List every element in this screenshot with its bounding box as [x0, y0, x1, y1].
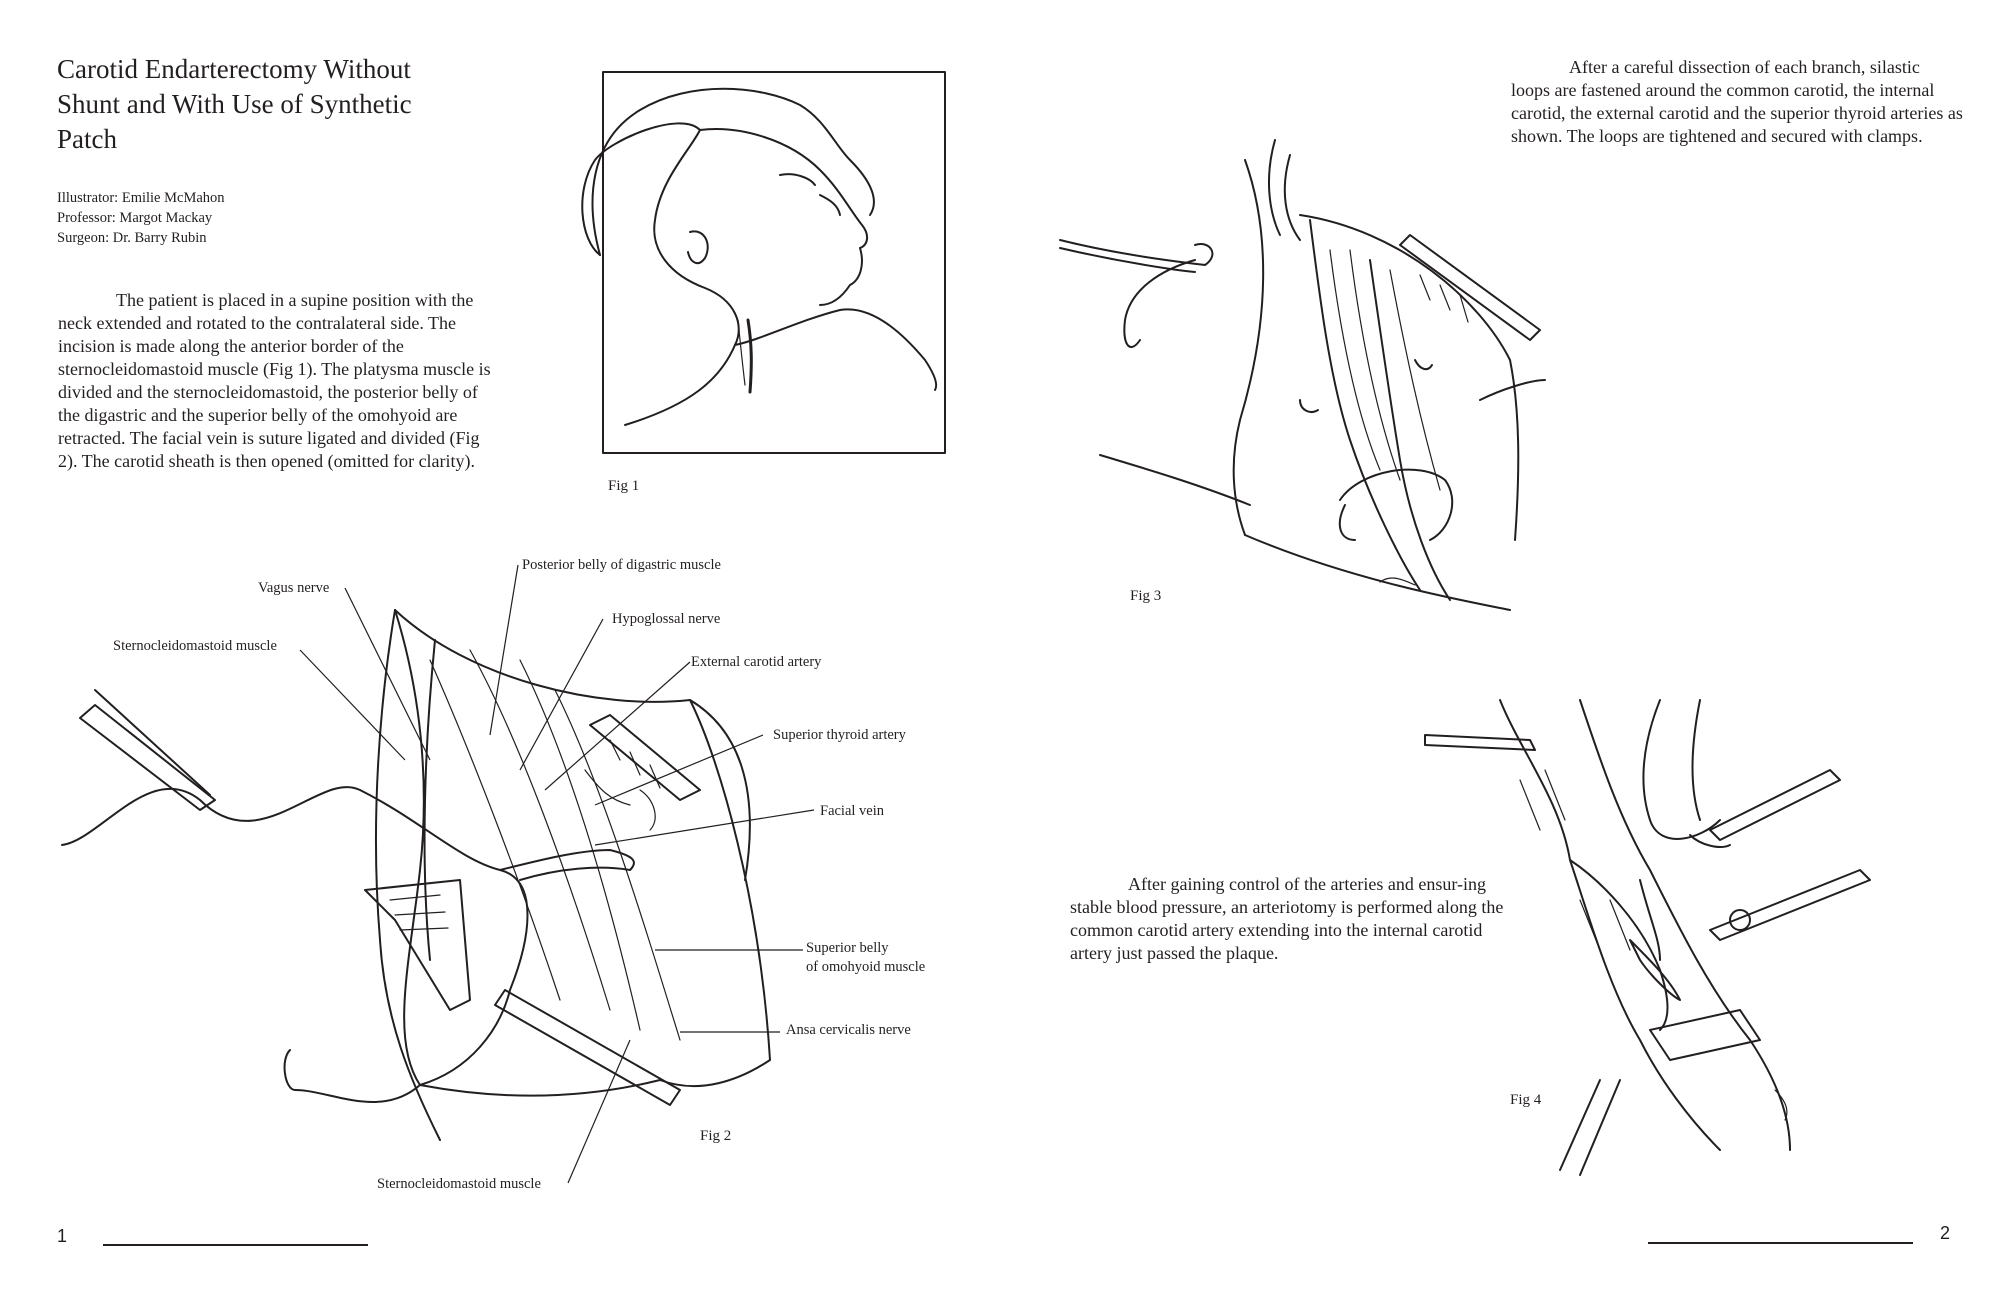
illustrator-credit: Illustrator: Emilie McMahon: [57, 190, 225, 206]
label-omohyoid-line2: of omohyoid muscle: [806, 959, 926, 975]
page-number-right: 2: [1940, 1223, 1951, 1243]
label-omohyoid-line1: Superior belly: [806, 940, 889, 956]
fig3-caption: Fig 3: [1130, 588, 1162, 604]
surgeon-credit: Surgeon: Dr. Barry Rubin: [57, 230, 207, 246]
label-ansa-cervicalis: Ansa cervicalis nerve: [786, 1022, 911, 1038]
fig2-illustration: [61, 609, 771, 1141]
fig4-illustration: [1424, 699, 1871, 1176]
loops-paragraph: After a careful dissection of each branc…: [1511, 57, 1963, 146]
arteriotomy-paragraph: After gaining control of the arteries an…: [1070, 874, 1504, 963]
fig1-caption: Fig 1: [608, 478, 640, 494]
professor-credit: Professor: Margot Mackay: [57, 210, 213, 226]
fig2-caption: Fig 2: [700, 1128, 732, 1144]
label-vagus-nerve: Vagus nerve: [258, 580, 330, 596]
intro-paragraph: The patient is placed in a supine positi…: [58, 290, 491, 471]
credits: Illustrator: Emilie McMahon Professor: M…: [57, 188, 225, 248]
fig3-illustration: [1059, 139, 1546, 611]
page-number-left: 1: [57, 1226, 68, 1246]
label-facial-vein: Facial vein: [820, 803, 885, 819]
label-external-carotid: External carotid artery: [691, 654, 822, 670]
footer-rule-right: [1648, 1242, 1913, 1244]
label-superior-thyroid: Superior thyroid artery: [773, 727, 906, 743]
label-sternocleidomastoid-top: Sternocleidomastoid muscle: [113, 638, 277, 654]
fig4-caption: Fig 4: [1510, 1092, 1542, 1108]
footer-rule-left: [103, 1244, 368, 1246]
label-posterior-digastric: Posterior belly of digastric muscle: [522, 557, 721, 573]
label-hypoglossal-nerve: Hypoglossal nerve: [612, 611, 721, 627]
fig1-illustration: [581, 71, 946, 454]
fig2-leader-lines: [299, 564, 815, 1184]
page-title: Carotid Endarterectomy Without Shunt and…: [57, 54, 412, 154]
label-sternocleidomastoid-bottom: Sternocleidomastoid muscle: [377, 1176, 541, 1192]
